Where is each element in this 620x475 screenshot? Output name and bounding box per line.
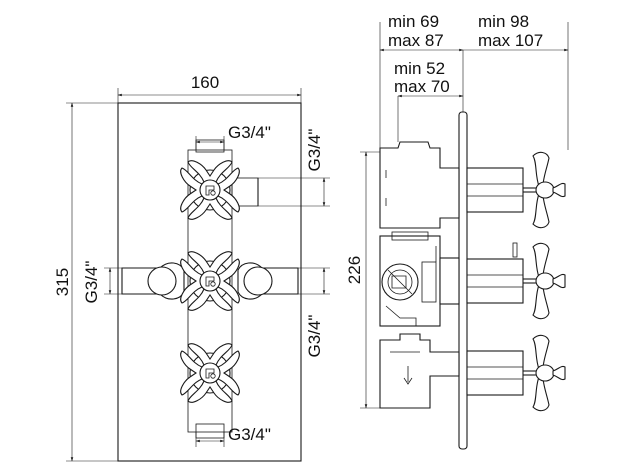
- body-depth-max-label: max 70: [394, 77, 450, 96]
- top-thread-label: G3/4": [228, 123, 271, 142]
- upper-side-handle: [466, 151, 566, 229]
- cover-plate: [117, 102, 302, 462]
- lower-body: [379, 333, 460, 409]
- bottom-thread-label: G3/4": [228, 425, 271, 444]
- width-label: 160: [191, 73, 219, 92]
- handle-depth-max-label: max 107: [478, 31, 543, 50]
- side-plate: [458, 111, 468, 450]
- depth-total-min-label: min 69: [388, 12, 439, 31]
- lower-side-handle: [466, 334, 566, 412]
- left-thread-label: G3/4": [82, 261, 101, 304]
- upper-body: [379, 141, 460, 229]
- middle-cross-handle: [180, 251, 240, 311]
- depth-total-max-label: max 87: [388, 31, 444, 50]
- lower-right-thread-label: G3/4": [305, 315, 324, 358]
- front-view: 160 315 G3/4" G3/4" G3/4" G3/4" G3/4": [53, 73, 330, 462]
- body-depth-min-label: min 52: [394, 59, 445, 78]
- middle-side-handle: [466, 242, 566, 320]
- upper-right-thread-label: G3/4": [305, 129, 324, 172]
- top-cross-handle: [180, 160, 240, 220]
- bottom-cross-handle: [180, 343, 240, 403]
- side-view: 226 min 69 max 87 min 98 max 107 min 52 …: [345, 12, 569, 450]
- handle-depth-min-label: min 98: [478, 12, 529, 31]
- side-height-label: 226: [345, 256, 364, 284]
- height-label: 315: [53, 268, 72, 296]
